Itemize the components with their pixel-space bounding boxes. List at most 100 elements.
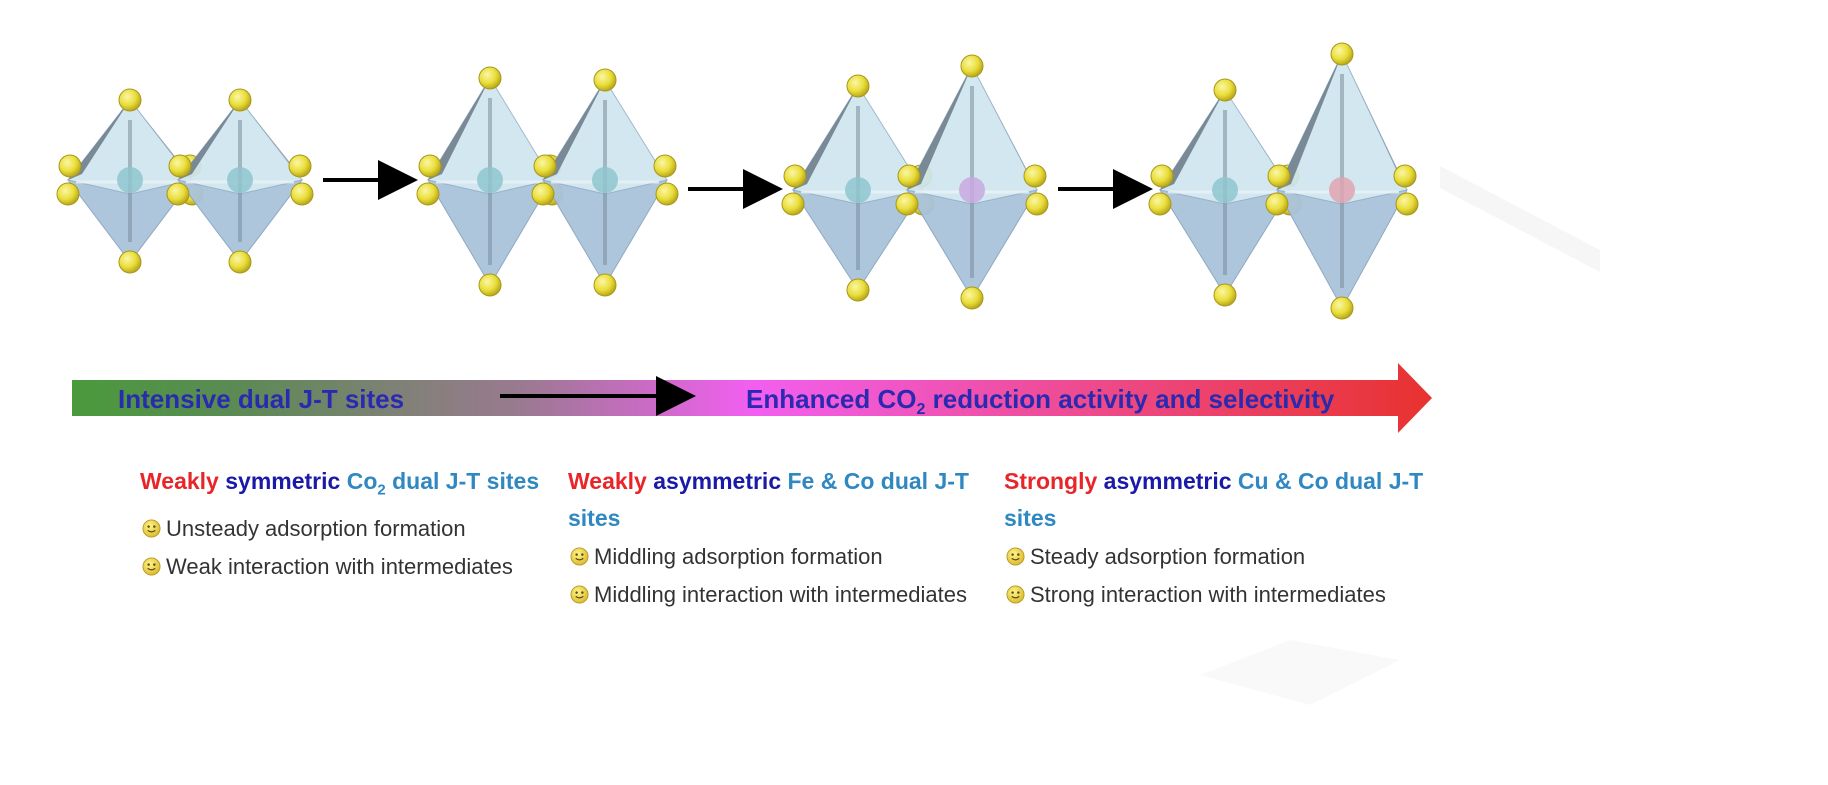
corner-mark xyxy=(1440,166,1600,272)
oct2b-metal-atom xyxy=(959,177,985,203)
oct2a-shade-left xyxy=(793,86,858,190)
title-segment: asymmetric xyxy=(1103,468,1238,494)
oct1b-ligand-atom xyxy=(653,154,677,178)
oct3b-shade-right xyxy=(1342,54,1407,190)
structures-group xyxy=(56,42,1419,320)
title-segment: Strongly xyxy=(1004,468,1104,494)
oct0a-ligand-atom xyxy=(118,250,142,274)
oct0a-metal-atom xyxy=(117,167,143,193)
property-bullet: Unsteady adsorption formation xyxy=(140,510,580,547)
property-bullet: Middling adsorption formation xyxy=(568,538,1008,575)
smiley-icon xyxy=(142,519,161,538)
title-segment: Co xyxy=(346,468,378,494)
oct2a-ligand-atom xyxy=(783,164,807,188)
smiley-icon xyxy=(1006,547,1025,566)
oct0b-ligand-atom xyxy=(228,250,252,274)
oct0b-ligand-atom xyxy=(288,154,312,178)
property-bullet-text: Middling interaction with intermediates xyxy=(594,582,967,607)
oct1b-ligand-atom xyxy=(655,182,679,206)
oct3a-shade-left xyxy=(1160,90,1225,190)
property-bullet-text: Unsteady adsorption formation xyxy=(166,515,466,541)
oct1b-shade-right xyxy=(605,80,667,180)
trend-banner-arrow xyxy=(72,363,1432,433)
site-column: Weakly asymmetric Fe & Co dual J-T sites… xyxy=(568,463,1008,613)
banner-right-text-sub: 2 xyxy=(916,401,926,419)
oct2b-ligand-atom xyxy=(960,286,984,310)
oct1b-ligand-atom xyxy=(593,273,617,297)
oct0a-ligand-atom xyxy=(56,182,80,206)
oct0a-ligand-atom xyxy=(58,154,82,178)
title-segment: Fe & Co dual J-T sites xyxy=(568,468,969,531)
oct1a-ligand-atom xyxy=(478,66,502,90)
oct3b-metal-atom xyxy=(1329,177,1355,203)
smiley-icon xyxy=(1006,585,1025,604)
oct3b-ligand-atom xyxy=(1393,164,1417,188)
oct3b-ligand-atom xyxy=(1267,164,1291,188)
banner-right-text: Enhanced CO2 reduction activity and sele… xyxy=(746,386,1334,418)
oct2b-ligand-atom xyxy=(1023,164,1047,188)
oct3b-ligand-atom xyxy=(1395,192,1419,216)
site-column-title: Weakly symmetric Co2 dual J-T sites xyxy=(140,463,580,509)
title-segment: symmetric xyxy=(225,468,347,494)
oct1a-ligand-atom xyxy=(416,182,440,206)
oct2b-shade-left xyxy=(907,66,972,190)
oct0b-ligand-atom xyxy=(290,182,314,206)
oct2b-ligand-atom xyxy=(897,164,921,188)
oct2a-ligand-atom xyxy=(846,278,870,302)
banner-right-text-a: Enhanced CO xyxy=(746,384,917,414)
oct3a-metal-atom xyxy=(1212,177,1238,203)
oct3b-ligand-atom xyxy=(1330,42,1354,66)
oct2a-ligand-atom xyxy=(846,74,870,98)
oct3a-ligand-atom xyxy=(1213,78,1237,102)
oct2b-ligand-atom xyxy=(895,192,919,216)
oct2a-metal-atom xyxy=(845,177,871,203)
oct3b-ligand-atom xyxy=(1330,296,1354,320)
oct2a-ligand-atom xyxy=(781,192,805,216)
oct3a-ligand-atom xyxy=(1150,164,1174,188)
property-bullet: Middling interaction with intermediates xyxy=(568,576,1008,613)
title-segment: Weakly xyxy=(140,468,226,494)
site-column-title: Weakly asymmetric Fe & Co dual J-T sites xyxy=(568,463,1008,537)
oct0b-ligand-atom xyxy=(168,154,192,178)
title-segment: dual J-T sites xyxy=(385,468,540,494)
oct3a-ligand-atom xyxy=(1148,192,1172,216)
site-column: Strongly asymmetric Cu & Co dual J-T sit… xyxy=(1004,463,1444,613)
oct2b-ligand-atom xyxy=(1025,192,1049,216)
oct2a-shade-right xyxy=(858,86,923,190)
oct1b-metal-atom xyxy=(592,167,618,193)
banner-left-text: Intensive dual J-T sites xyxy=(118,384,405,414)
site-column-title: Strongly asymmetric Cu & Co dual J-T sit… xyxy=(1004,463,1444,537)
property-bullet-text: Steady adsorption formation xyxy=(1030,544,1306,569)
oct2b-shade-right xyxy=(972,66,1037,190)
oct0b-metal-atom xyxy=(227,167,253,193)
banner-right-text-b: reduction activity and selectivity xyxy=(925,384,1335,414)
smiley-icon xyxy=(570,547,589,566)
oct1a-ligand-atom xyxy=(418,154,442,178)
smiley-icon xyxy=(142,557,161,576)
oct0a-ligand-atom xyxy=(118,88,142,112)
property-bullet-text: Middling adsorption formation xyxy=(594,544,883,569)
oct0b-ligand-atom xyxy=(228,88,252,112)
oct0a-shade-left xyxy=(68,100,130,180)
title-segment: 2 xyxy=(377,481,386,499)
oct1b-ligand-atom xyxy=(593,68,617,92)
oct3a-shade-right xyxy=(1225,90,1290,190)
property-bullet-text: Strong interaction with intermediates xyxy=(1030,582,1386,607)
oct1a-ligand-atom xyxy=(478,273,502,297)
oct3a-ligand-atom xyxy=(1213,283,1237,307)
property-bullet-text: Weak interaction with intermediates xyxy=(166,553,513,579)
property-bullet: Weak interaction with intermediates xyxy=(140,548,580,585)
title-segment: Weakly xyxy=(568,468,654,494)
oct1b-ligand-atom xyxy=(531,182,555,206)
oct1a-shade-right xyxy=(490,78,552,180)
property-bullet: Strong interaction with intermediates xyxy=(1004,576,1444,613)
oct0b-shade-left xyxy=(178,100,240,180)
property-bullet: Steady adsorption formation xyxy=(1004,538,1444,575)
title-segment: asymmetric xyxy=(653,468,788,494)
smiley-icon xyxy=(570,585,589,604)
oct1b-shade-left xyxy=(543,80,605,180)
oct1a-shade-left xyxy=(428,78,490,180)
oct0b-ligand-atom xyxy=(166,182,190,206)
